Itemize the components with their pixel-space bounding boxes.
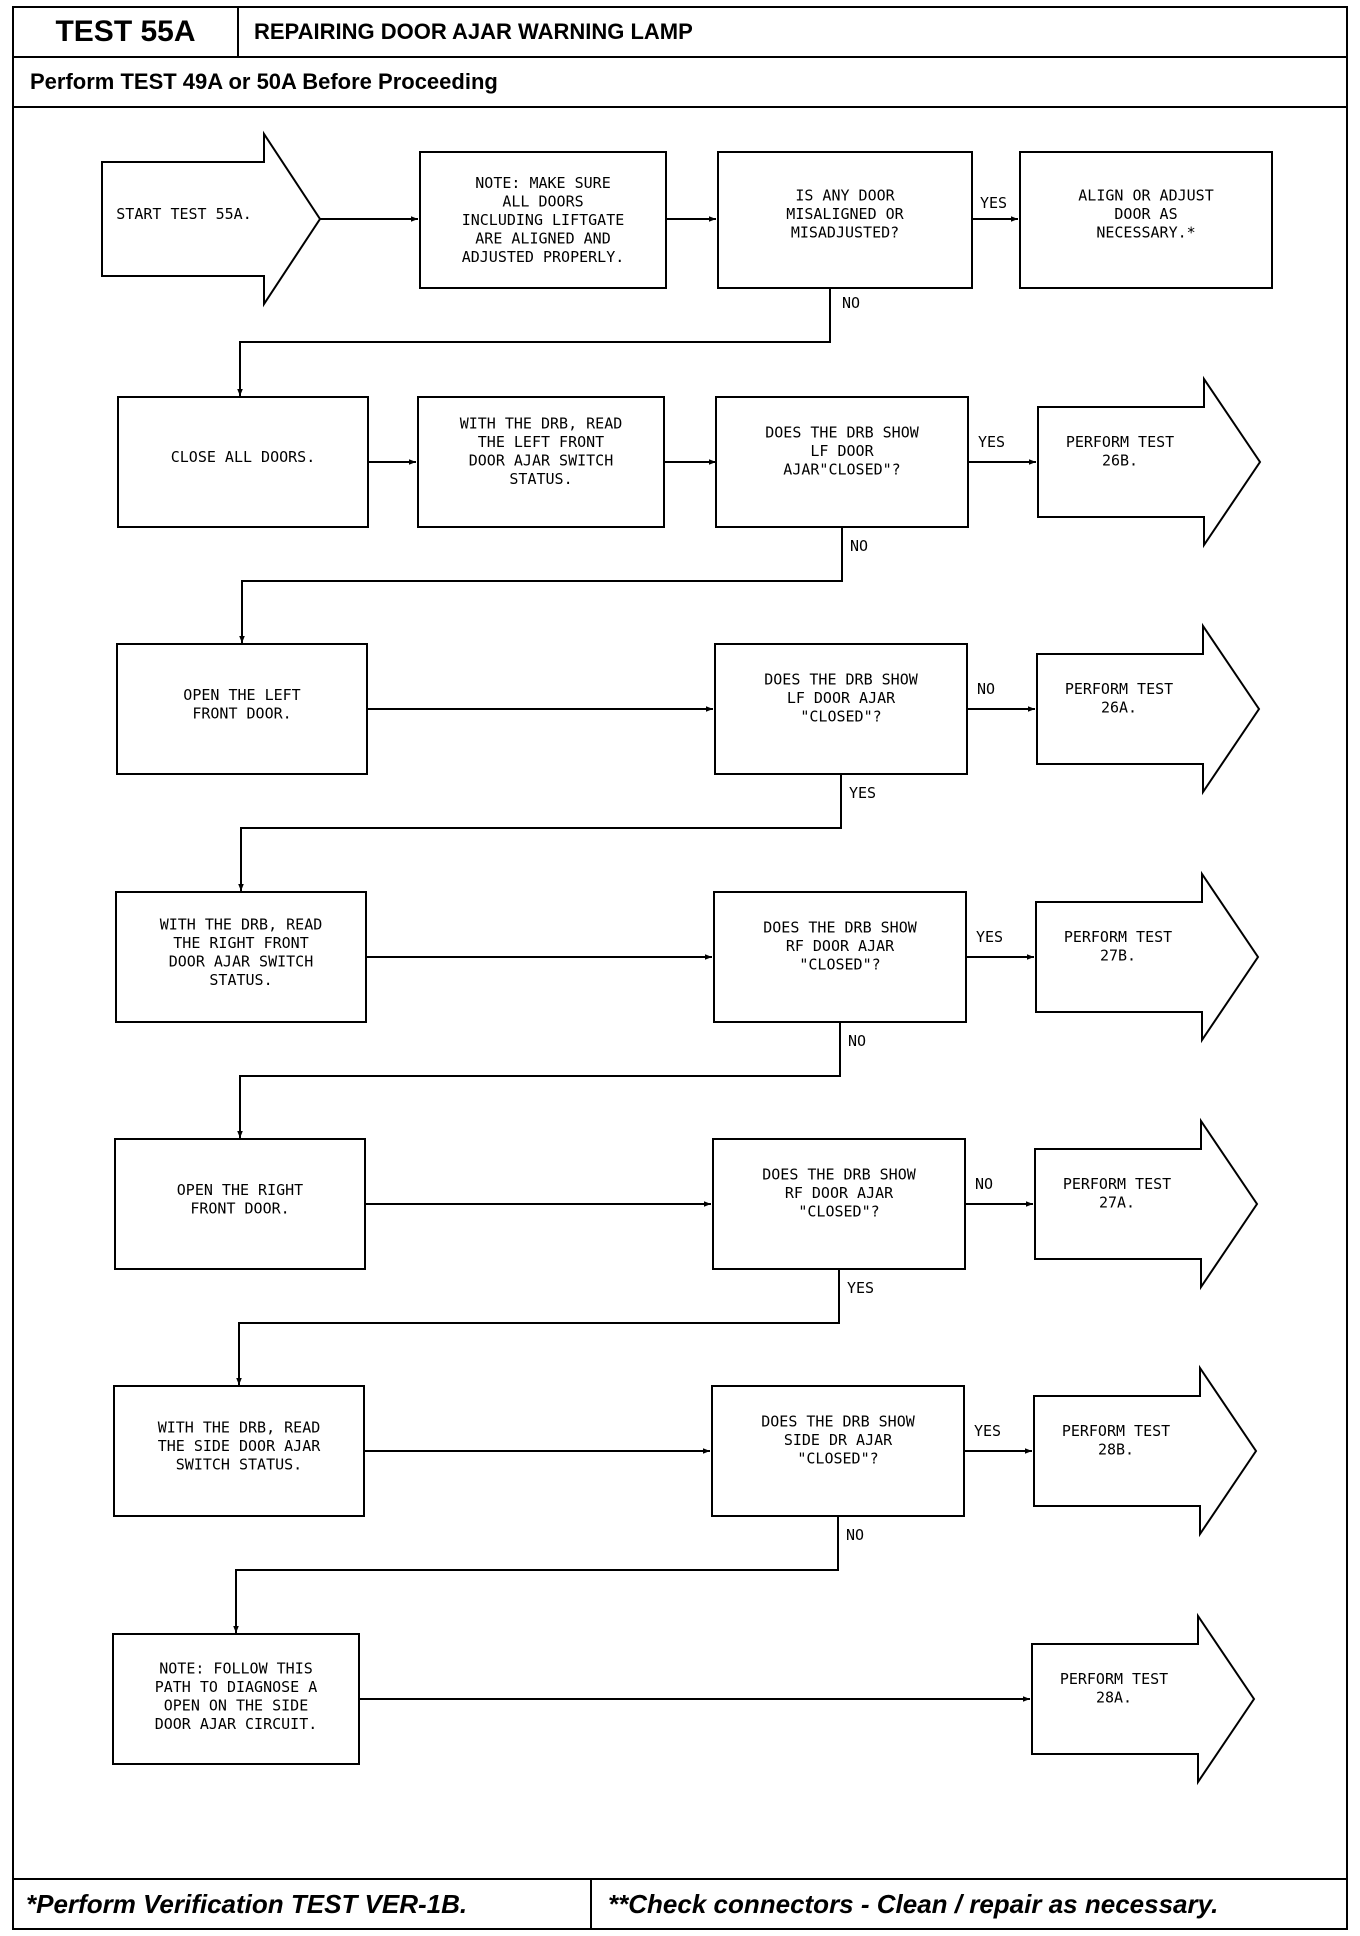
yes-label: YES — [849, 784, 876, 802]
yes-label: YES — [976, 928, 1003, 946]
no-label: NO — [842, 294, 860, 312]
no-label: NO — [977, 680, 995, 698]
step-text: FRONT DOOR. — [190, 1199, 289, 1217]
note-text: ADJUSTED PROPERLY. — [462, 248, 625, 266]
result-arrow — [1033, 1364, 1258, 1538]
decision-text: "CLOSED"? — [800, 708, 881, 726]
footer-divider — [590, 1880, 592, 1928]
step-text: OPEN THE LEFT — [183, 686, 300, 704]
step-text: THE SIDE DOOR AJAR — [158, 1437, 322, 1455]
result-text: 27A. — [1099, 1193, 1135, 1211]
yes-label: YES — [847, 1279, 874, 1297]
result-arrow — [1037, 375, 1262, 549]
decision-text: DOES THE DRB SHOW — [765, 424, 919, 442]
decision-text: "CLOSED"? — [797, 1450, 878, 1468]
decision-text: MISALIGNED OR — [786, 205, 904, 223]
step-text: THE RIGHT FRONT — [173, 934, 308, 952]
decision-text: IS ANY DOOR — [795, 187, 895, 205]
decision-text: DOES THE DRB SHOW — [763, 919, 917, 937]
result-arrow — [1036, 622, 1261, 796]
result-arrow — [1034, 1117, 1259, 1291]
no-label: NO — [848, 1032, 866, 1050]
result-arrow — [1035, 870, 1260, 1044]
action-text: NECESSARY.* — [1096, 224, 1195, 242]
read-text: DOOR AJAR SWITCH — [469, 451, 614, 469]
yes-label: YES — [980, 194, 1007, 212]
decision-text: LF DOOR — [810, 442, 874, 460]
connector — [233, 1516, 839, 1633]
step-text: WITH THE DRB, READ — [158, 1419, 321, 1437]
result-text: PERFORM TEST — [1063, 1175, 1171, 1193]
note-text: ARE ALIGNED AND — [475, 230, 610, 248]
prerequisite-text: Perform TEST 49A or 50A Before Proceedin… — [30, 69, 498, 94]
test-procedure-page: TEST 55A REPAIRING DOOR AJAR WARNING LAM… — [12, 6, 1348, 1930]
start-arrow — [101, 130, 322, 308]
action-text: ALIGN OR ADJUST — [1078, 187, 1213, 205]
no-label: NO — [850, 537, 868, 555]
yes-label: YES — [978, 433, 1005, 451]
no-label: NO — [846, 1526, 864, 1544]
step-text: STATUS. — [209, 971, 272, 989]
decision-text: "CLOSED"? — [799, 956, 880, 974]
step-text: FRONT DOOR. — [192, 704, 291, 722]
result-text: 28A. — [1096, 1688, 1132, 1706]
note-text: PATH TO DIAGNOSE A — [155, 1678, 318, 1696]
decision-text: "CLOSED"? — [798, 1203, 879, 1221]
decision-text: SIDE DR AJAR — [784, 1431, 893, 1449]
result-text: PERFORM TEST — [1065, 680, 1173, 698]
footer: *Perform Verification TEST VER-1B. **Che… — [14, 1878, 1346, 1928]
test-title: REPAIRING DOOR AJAR WARNING LAMP — [254, 19, 693, 44]
step-text: CLOSE ALL DOORS. — [171, 448, 316, 466]
connector — [238, 774, 842, 891]
note-text: INCLUDING LIFTGATE — [462, 211, 625, 229]
note-text: NOTE: MAKE SURE — [475, 174, 610, 192]
yes-label: YES — [974, 1422, 1001, 1440]
action-box — [1019, 151, 1273, 289]
note-text: OPEN ON THE SIDE — [164, 1696, 309, 1714]
start-label: START TEST 55A. — [116, 205, 251, 223]
result-arrow — [1031, 1612, 1256, 1786]
result-text: PERFORM TEST — [1060, 1670, 1168, 1688]
connector — [237, 288, 831, 396]
step-text: OPEN THE RIGHT — [177, 1181, 303, 1199]
connector — [236, 1269, 840, 1385]
connector — [239, 527, 843, 643]
action-text: DOOR AS — [1114, 205, 1177, 223]
result-text: 26B. — [1102, 451, 1138, 469]
result-text: 26A. — [1101, 698, 1137, 716]
footnote-verification: *Perform Verification TEST VER-1B. — [26, 1889, 468, 1919]
result-text: PERFORM TEST — [1064, 928, 1172, 946]
note-text: ALL DOORS — [502, 193, 583, 211]
decision-text: RF DOOR AJAR — [785, 1184, 894, 1202]
read-text: THE LEFT FRONT — [478, 433, 604, 451]
step-text: DOOR AJAR SWITCH — [169, 952, 314, 970]
footnote-connectors: **Check connectors - Clean / repair as n… — [608, 1889, 1219, 1919]
decision-text: AJAR"CLOSED"? — [783, 461, 900, 479]
decision-text: MISADJUSTED? — [791, 224, 899, 242]
prerequisite-row: Perform TEST 49A or 50A Before Proceedin… — [14, 58, 1346, 108]
result-text: 28B. — [1098, 1440, 1134, 1458]
decision-text: LF DOOR AJAR — [787, 689, 896, 707]
decision-text: DOES THE DRB SHOW — [762, 1166, 916, 1184]
read-text: STATUS. — [509, 470, 572, 488]
note-text: NOTE: FOLLOW THIS — [159, 1659, 313, 1677]
result-text: PERFORM TEST — [1062, 1422, 1170, 1440]
result-text: 27B. — [1100, 946, 1136, 964]
read-text: WITH THE DRB, READ — [460, 414, 623, 432]
test-number: TEST 55A — [14, 8, 239, 56]
no-label: NO — [975, 1175, 993, 1193]
result-text: PERFORM TEST — [1066, 433, 1174, 451]
decision-text: DOES THE DRB SHOW — [764, 671, 918, 689]
step-text: WITH THE DRB, READ — [160, 915, 323, 933]
note-text: DOOR AJAR CIRCUIT. — [155, 1715, 318, 1733]
decision-text: RF DOOR AJAR — [786, 937, 895, 955]
step-text: SWITCH STATUS. — [176, 1456, 302, 1474]
decision-text: DOES THE DRB SHOW — [761, 1413, 915, 1431]
header-row: TEST 55A REPAIRING DOOR AJAR WARNING LAM… — [14, 8, 1346, 58]
connector — [237, 1022, 841, 1138]
